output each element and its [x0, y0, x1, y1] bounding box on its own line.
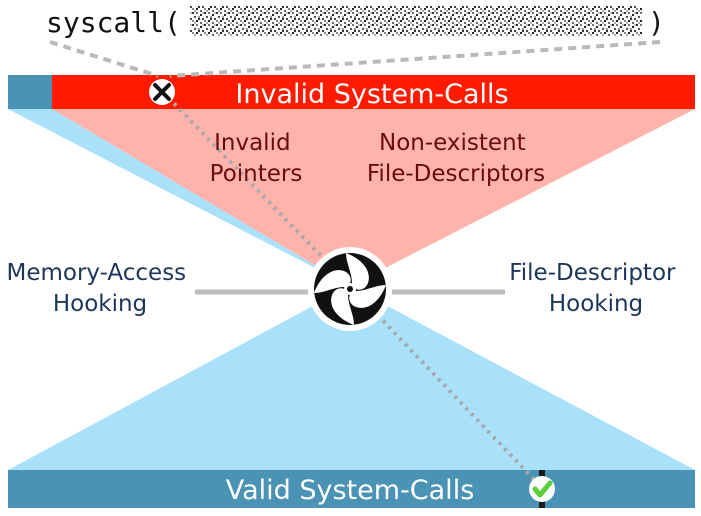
top-bar-valid-segment [8, 75, 52, 109]
guide-line-left [49, 40, 159, 78]
nonexistent-fds-line2: File-Descriptors [367, 161, 545, 187]
top-bar-label: Invalid System-Calls [235, 79, 508, 110]
checkmark-icon [529, 476, 555, 502]
invalid-pointers-line1: Invalid [214, 130, 290, 156]
guide-line-right [169, 40, 661, 78]
invalid-pointers-label: Invalid Pointers [210, 130, 303, 187]
nonexistent-fds-label: Non-existent File-Descriptors [367, 130, 545, 187]
nonexistent-fds-line1: Non-existent [379, 130, 526, 156]
call-path-top [161, 90, 352, 288]
syscall-prefix: syscall( [46, 6, 181, 39]
memory-access-line1: Memory-Access [7, 260, 187, 286]
call-path-bottom [348, 284, 544, 490]
memory-access-hooking-label: Memory-Access Hooking [7, 260, 194, 317]
invalid-pointers-line2: Pointers [210, 161, 303, 187]
syscall-argument-noise [190, 6, 642, 36]
bottom-bar [8, 470, 695, 508]
x-mark-icon [149, 79, 175, 105]
invalid-funnel [52, 109, 695, 286]
valid-upper-wedge [8, 109, 350, 286]
fd-hooking-line2: Hooking [549, 291, 643, 317]
bottom-bar-label: Valid System-Calls [226, 475, 475, 506]
valid-lower-funnel [8, 286, 695, 470]
fd-hooking-line1: File-Descriptor [509, 260, 676, 286]
syscall-suffix: ) [648, 6, 665, 39]
vortex-icon [308, 247, 392, 331]
memory-access-line2: Hooking [53, 291, 147, 317]
fd-hooking-label: File-Descriptor Hooking [509, 260, 683, 317]
